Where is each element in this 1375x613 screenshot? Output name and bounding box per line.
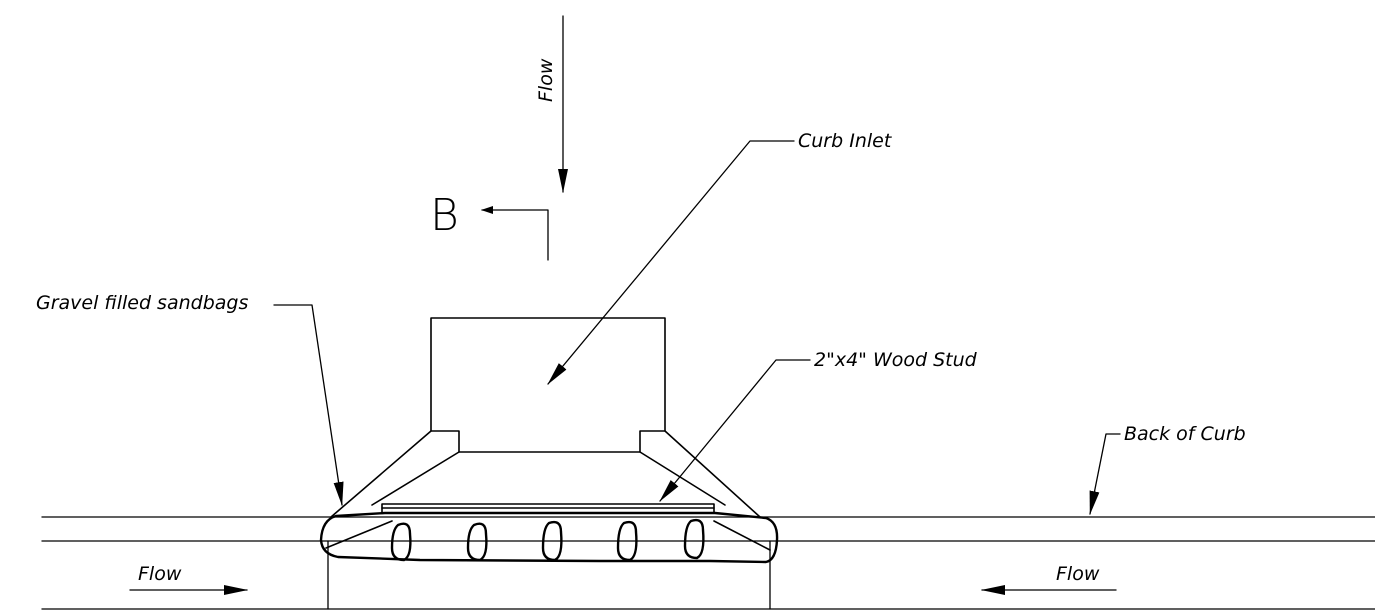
roadway-lines <box>41 516 1375 610</box>
sandbag-1 <box>390 522 412 562</box>
flow-arrow-top: Flow <box>535 15 568 193</box>
sandbags-callout: Gravel filled sandbags <box>36 292 344 506</box>
curb-inlet-box <box>430 317 666 453</box>
sandbags-leader <box>273 304 344 506</box>
sandbag-2 <box>466 522 488 562</box>
wood-stud-label: 2"x4" Wood Stud <box>814 349 978 371</box>
sandbag-row <box>319 511 779 564</box>
back-of-curb-label: Back of Curb <box>1124 423 1246 445</box>
right-wing-inner <box>639 451 726 506</box>
flow-arrow-left: Flow <box>129 563 248 595</box>
sandbag-3 <box>541 520 563 562</box>
curb-inlet-structure <box>327 317 771 610</box>
section-marker: B <box>430 190 549 261</box>
flow-top-label: Flow <box>535 58 557 102</box>
section-marker-leader <box>481 206 549 261</box>
sandbag-left-seam <box>325 520 393 549</box>
sandbag-5 <box>683 518 705 560</box>
left-wing-inner <box>371 451 460 506</box>
gravel-sandbags-label: Gravel filled sandbags <box>36 292 248 314</box>
back-of-curb-leader <box>1089 433 1121 515</box>
left-wing-outer <box>330 430 432 518</box>
flow-right-label: Flow <box>1056 563 1100 585</box>
section-marker-letter: B <box>430 190 459 241</box>
sandbag-outline <box>319 511 779 564</box>
sandbag-4 <box>616 520 638 562</box>
wood-stud-leader <box>659 359 811 502</box>
flow-arrow-right: Flow <box>981 563 1117 595</box>
flow-left-label: Flow <box>138 563 182 585</box>
back-of-curb-callout: Back of Curb <box>1089 423 1246 515</box>
curb-inlet-callout: Curb Inlet <box>547 130 893 385</box>
curb-inlet-label: Curb Inlet <box>798 130 893 152</box>
curb-inlet-leader <box>547 140 795 385</box>
sandbag-right-seam <box>713 520 771 551</box>
right-wing-outer <box>664 430 761 518</box>
wood-stud-callout: 2"x4" Wood Stud <box>659 349 978 502</box>
wood-stud <box>381 503 715 514</box>
